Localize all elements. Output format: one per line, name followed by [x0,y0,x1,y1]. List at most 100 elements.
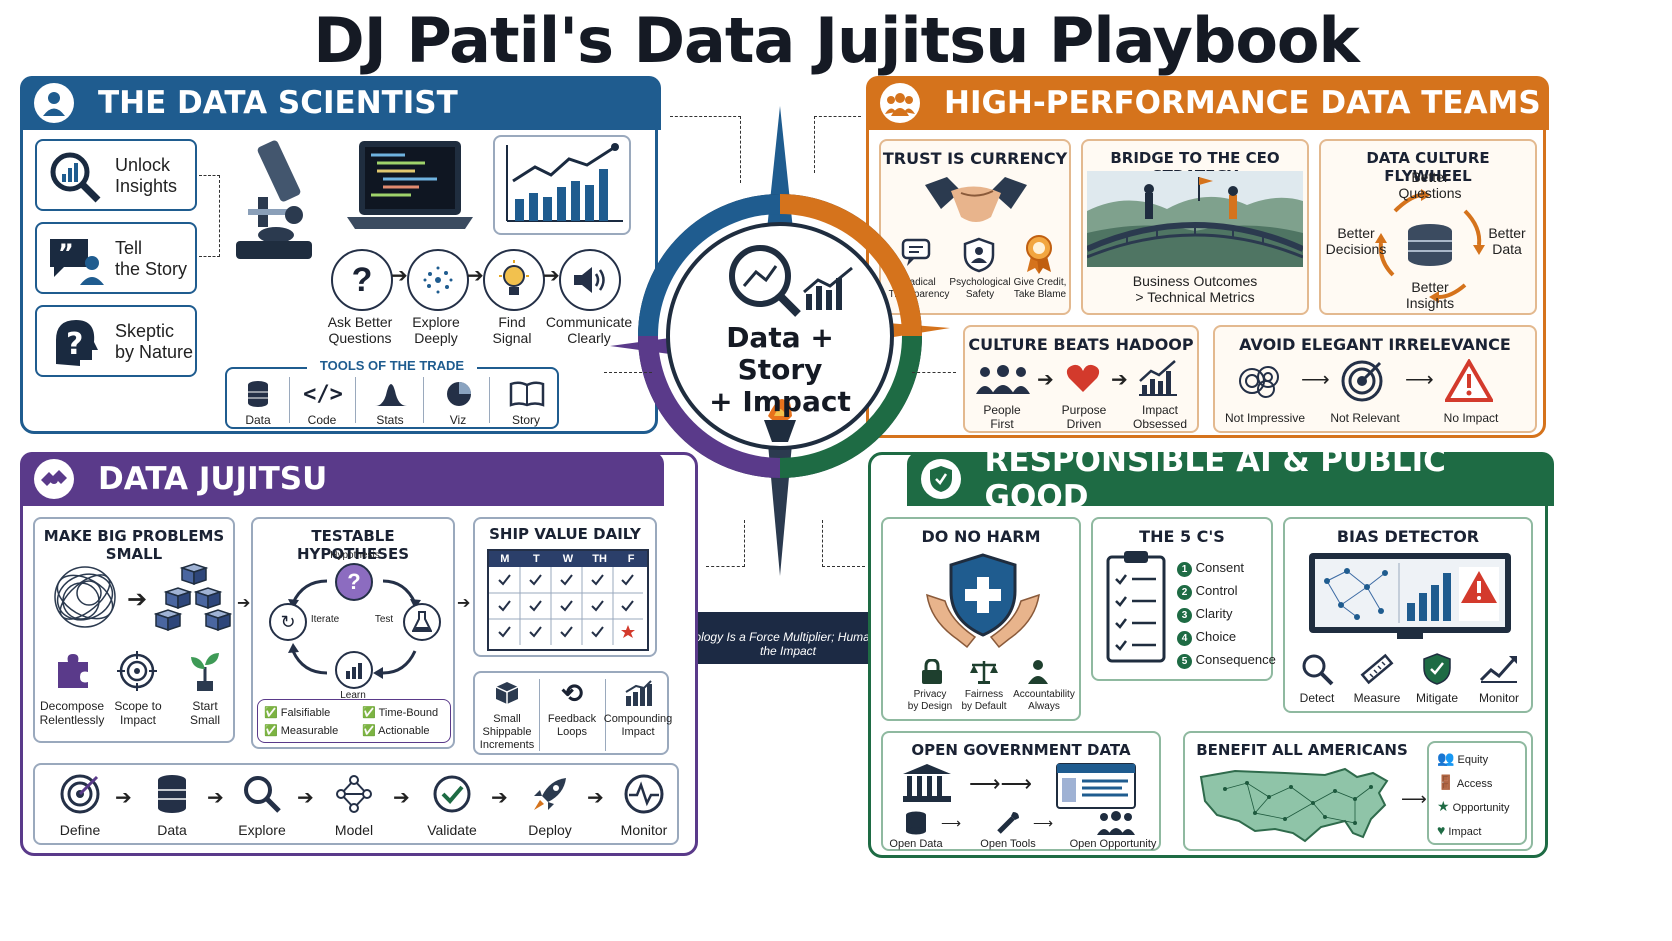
check-item: ✅ Actionable [362,725,430,737]
target-icon [57,773,103,815]
trust-label: Give Credit,Take Blame [1013,277,1067,300]
arrow-icon: ➔ [207,787,224,809]
star-icon: ★ [1437,798,1450,814]
door-icon: 🚪 [1437,774,1455,790]
irrelevance-label: Not Impressive [1224,411,1306,425]
laptop-code-icon [345,137,475,237]
jujitsu-hands-icon [34,459,74,499]
five-c-item: 1 Consent [1177,561,1277,577]
user-icon [34,83,74,123]
target-icon [1337,357,1387,405]
microscope-icon [228,137,318,267]
panel-title: DATA JUJITSU [98,461,328,497]
arrow-icon: ⟶ [1401,789,1427,809]
check-circle-icon [429,773,475,815]
connector-dash [814,116,861,173]
trend-line-icon [1477,651,1521,687]
bias-label: Measure [1353,691,1401,705]
arrow-icon: ➔ [543,265,560,287]
tool-label: Code [307,413,337,427]
handshake-icon [921,171,1031,231]
bias-detector-card: BIAS DETECTOR Detect Measure Mitigate Mo… [1283,517,1533,713]
flask-icon [403,603,441,641]
open-gov-card: OPEN GOVERNMENT DATA ⟶⟶ ⟶ ⟶ Open Data Op… [881,731,1161,851]
learn-chart-icon [335,651,373,689]
hyp-top: Hypothesis [330,550,380,561]
tool-label: Story [511,413,540,427]
arrow-icon: ➔ [1037,369,1054,391]
bridge-caption: Business Outcomes> Technical Metrics [1132,273,1258,305]
avoid-irrelevance-card: AVOID ELEGANT IRRELEVANCE ⟶ ⟶ Not Impres… [1213,325,1537,433]
code-icon: </> [303,381,343,407]
day-header: W [562,553,574,565]
usa-map-icon [1195,763,1395,847]
irrelevance-label: Not Relevant [1330,411,1400,425]
tool-label: Data [245,413,271,427]
force-multiplier-banner: Technology Is a Force Multiplier; Humans… [648,612,928,664]
center-compass: Data + Story+ Impact [600,96,960,596]
people-group-icon [1095,809,1137,837]
hyp-left: Iterate [310,614,340,625]
people-icon: 👥 [1437,750,1455,766]
question-circle-icon: ? [335,563,373,601]
arrow-icon: ⟶⟶ [969,771,1033,796]
panel-header: HIGH-PERFORMANCE DATA TEAMS [866,76,1549,130]
bridge-illustration [1087,171,1303,267]
connector-dash [670,116,741,183]
sprout-icon [185,649,225,693]
arrow-icon: ➔ [587,787,604,809]
heart-icon: ♥ [1437,822,1446,838]
compounding-chart-icon [623,679,653,707]
benefit-item: ♥ Impact [1437,822,1482,838]
arrow-icon: ➔ [115,787,132,809]
benefit-list: 👥 Equity 🚪 Access ★ Opportunity ♥ Impact [1427,741,1527,845]
pipeline-label: Model [334,822,374,838]
hyp-bottom: Learn [340,690,366,701]
puzzle-icon [51,649,95,693]
day-header: M [500,553,510,565]
five-c-item: 3 Clarity [1177,607,1277,623]
award-ribbon-icon [1019,233,1059,275]
hyp-right: Test [374,614,394,625]
card-title: OPEN GOVERNMENT DATA [911,741,1131,759]
person-badge-icon [1023,657,1053,687]
card-title: TRUST IS CURRENCY [882,149,1068,168]
rocket-icon [527,773,573,815]
bias-label: Detect [1299,691,1335,705]
gov-label: Open Opportunity [1069,838,1157,850]
tools-of-trade-box: TOOLS OF THE TRADE </> Data Code Stats V… [225,359,559,429]
flywheel-arrows-icon [1357,175,1503,305]
arrow-icon: ➔ [491,787,508,809]
panel-data-jujitsu: DATA JUJITSU MAKE BIG PROBLEMS SMALL ➔ D… [20,452,698,856]
arrow-icon: ➔ [467,265,484,287]
center-headline: Data + Story+ Impact [709,321,851,418]
gov-label: Open Data [889,838,943,850]
pipeline-label: Deploy [528,822,572,838]
arrow-icon: ➔ [457,595,471,612]
arrow-icon: ⟶ [1033,815,1054,831]
question-mark-icon: ? [331,249,393,311]
speaker-icon [559,249,621,311]
five-c-item: 5 Consequence [1177,653,1277,669]
calendar-grid: M T W TH F [487,549,649,651]
benefit-item: 🚪 Access [1437,774,1493,790]
